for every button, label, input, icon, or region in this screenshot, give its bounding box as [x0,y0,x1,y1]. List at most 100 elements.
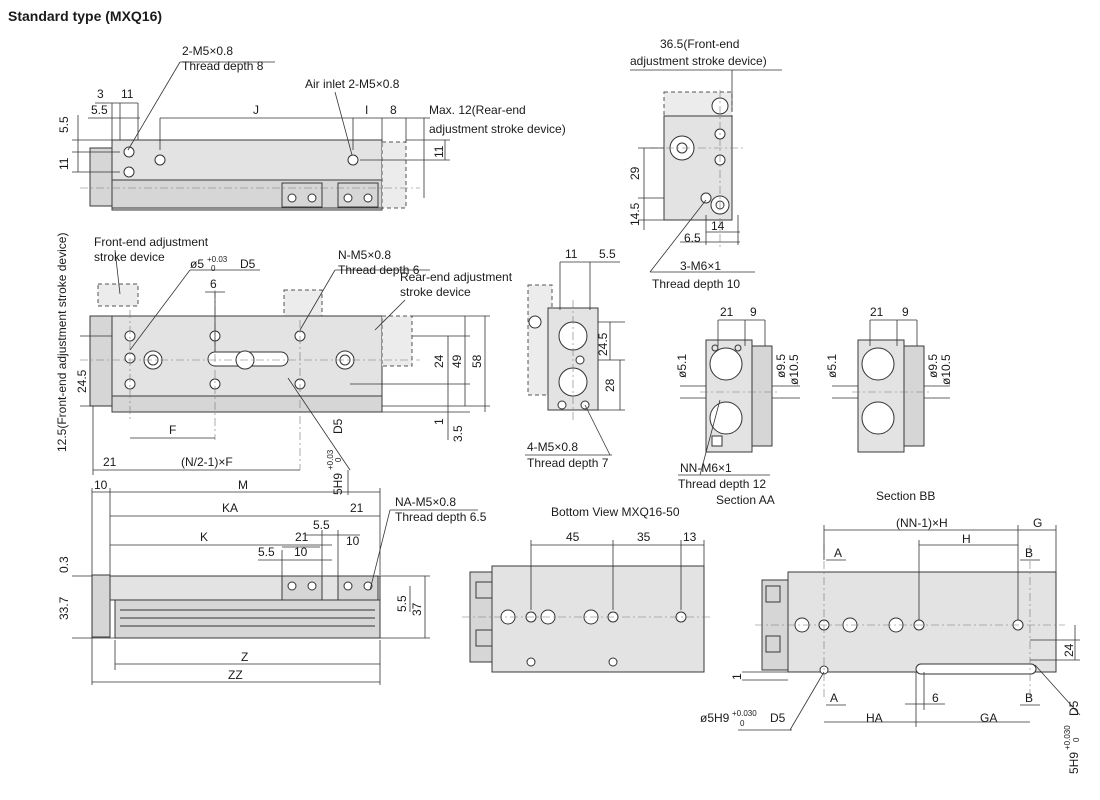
slot-depth: D5 [331,418,345,434]
dim-label: KA [222,501,238,515]
dim-label: 1 [730,673,744,680]
dim-label: 5.5 [599,247,616,261]
dim-label: 5.5 [57,116,71,133]
end-view-hole [575,355,585,365]
right-end-hole [700,192,712,204]
side-view-table [109,575,381,601]
dim-label: 11 [57,157,71,170]
bore-callout: ø5 [190,257,204,271]
side-view-end-plate [91,574,111,638]
section-marker: B [1025,546,1033,560]
thread-callout: NN-M6×1 [680,461,732,475]
section-marker: A [834,546,842,560]
dim-label: 24.5 [596,332,610,356]
dim-label: 11 [121,87,134,101]
dim-label: 6 [932,691,939,705]
top-view: 3 11 5.5 J I 8 2-M5×0.8 Thread depth 8 A… [57,44,566,211]
max-rear-callout: adjustment stroke device) [429,122,566,136]
dim-label: 14.5 [628,202,642,226]
dim-label: ZZ [228,668,243,682]
dim-label: GA [980,711,997,725]
thread-depth: Thread depth 8 [182,59,264,73]
dim-label: 10 [294,545,308,559]
dim-label: ø9.5 [926,354,940,378]
front-view-top-block [283,289,323,317]
thread-depth: Thread depth 7 [527,456,609,470]
dim-label: 9 [902,305,909,319]
dim-label: F [169,423,176,437]
top-view-rail [111,179,383,209]
dim-label: 21 [870,305,884,319]
rear-adjuster-callout: Rear-end adjustment [400,270,513,284]
end-view-hole [528,315,542,329]
front-view-rear-adjuster [381,315,413,367]
thread-depth: Thread depth 6.5 [395,510,487,524]
dim-label: 21 [103,455,117,469]
dim-label: K [200,530,208,544]
section-bb-side: (NN-1)×H G H A B A B 1 24 6 HA GA ø5H9 +… [700,516,1081,774]
dim-label: 1 [432,418,446,425]
right-end-view: 36.5(Front-end adjustment stroke device)… [628,37,782,291]
dim-label: 5.5 [313,518,330,532]
top-view-hole [123,166,135,178]
dim-label: 11 [432,145,446,158]
slot-tolerance-lower: 0 [1072,737,1081,742]
section-aa: 21 9 ø5.1 ø9.5 ø10.5 NN-M6×1 Thread dept… [675,305,801,507]
dim-label: 3.5 [451,425,465,442]
dim-label: 28 [603,378,617,392]
bore-tolerance-upper: +0.030 [732,709,757,718]
dim-label: 21 [350,501,364,515]
dim-label: 5.5 [395,595,409,612]
dim-label: (NN-1)×H [896,516,948,530]
air-inlet-callout: Air inlet 2-M5×0.8 [305,77,400,91]
dim-label: H [962,532,971,546]
top-view-hole [154,154,166,166]
thread-depth: Thread depth 12 [678,477,766,491]
slot-callout: 5H9 [331,473,345,495]
dim-label: 11 [565,247,578,261]
end-view: 11 5.5 24.5 28 4-M5×0.8 Thread depth 7 [525,247,625,470]
dim-label: 6 [210,277,217,291]
side-view-hole [343,581,353,591]
dim-label: 35 [637,530,651,544]
top-view-hole [287,193,297,203]
side-view-hole [307,581,317,591]
dim-label: 24.5 [75,369,89,393]
bottom-view: Bottom View MXQ16-50 45 35 13 [462,505,710,673]
section-aa-port [711,435,723,447]
slot-tolerance-upper: +0.03 [326,449,335,470]
bore-depth: D5 [240,257,256,271]
side-view-hole [287,581,297,591]
thread-callout: 4-M5×0.8 [527,440,578,454]
dim-label: 21 [295,530,309,544]
slot-tolerance-upper: +0.030 [1063,725,1072,750]
front-adjuster-callout: stroke device [94,250,165,264]
dim-label: 37 [410,602,424,616]
dim-label: G [1033,516,1042,530]
dim-label: 13 [683,530,697,544]
front-view-end-plate [89,315,113,407]
dim-label: 21 [720,305,734,319]
dim-label: 6.5 [684,231,701,245]
dim-label: M [238,478,248,492]
section-bb-bore [861,401,895,435]
dim-label: ø5.1 [675,354,689,378]
thread-callout: NA-M5×0.8 [395,495,456,509]
dim-label: 33.7 [57,596,71,620]
bore-tolerance-lower: 0 [740,719,745,728]
front-adjuster [97,283,139,307]
thread-callout: N-M5×0.8 [338,248,391,262]
bore-tolerance-upper: +0.03 [207,255,228,264]
dim-label: HA [866,711,883,725]
front-adjuster-callout: Front-end adjustment [94,235,209,249]
dim-label: 49 [450,354,464,368]
section-aa-bore [709,347,743,381]
dim-label: Z [241,650,248,664]
side-note: 12.5(Front-end adjustment stroke device) [55,233,69,452]
top-view-hole [363,193,373,203]
slot-callout: 5H9 [1067,752,1081,774]
slot-depth: D5 [1067,700,1081,716]
top-view-hole [307,193,317,203]
dim-label: ø10.5 [787,354,801,385]
